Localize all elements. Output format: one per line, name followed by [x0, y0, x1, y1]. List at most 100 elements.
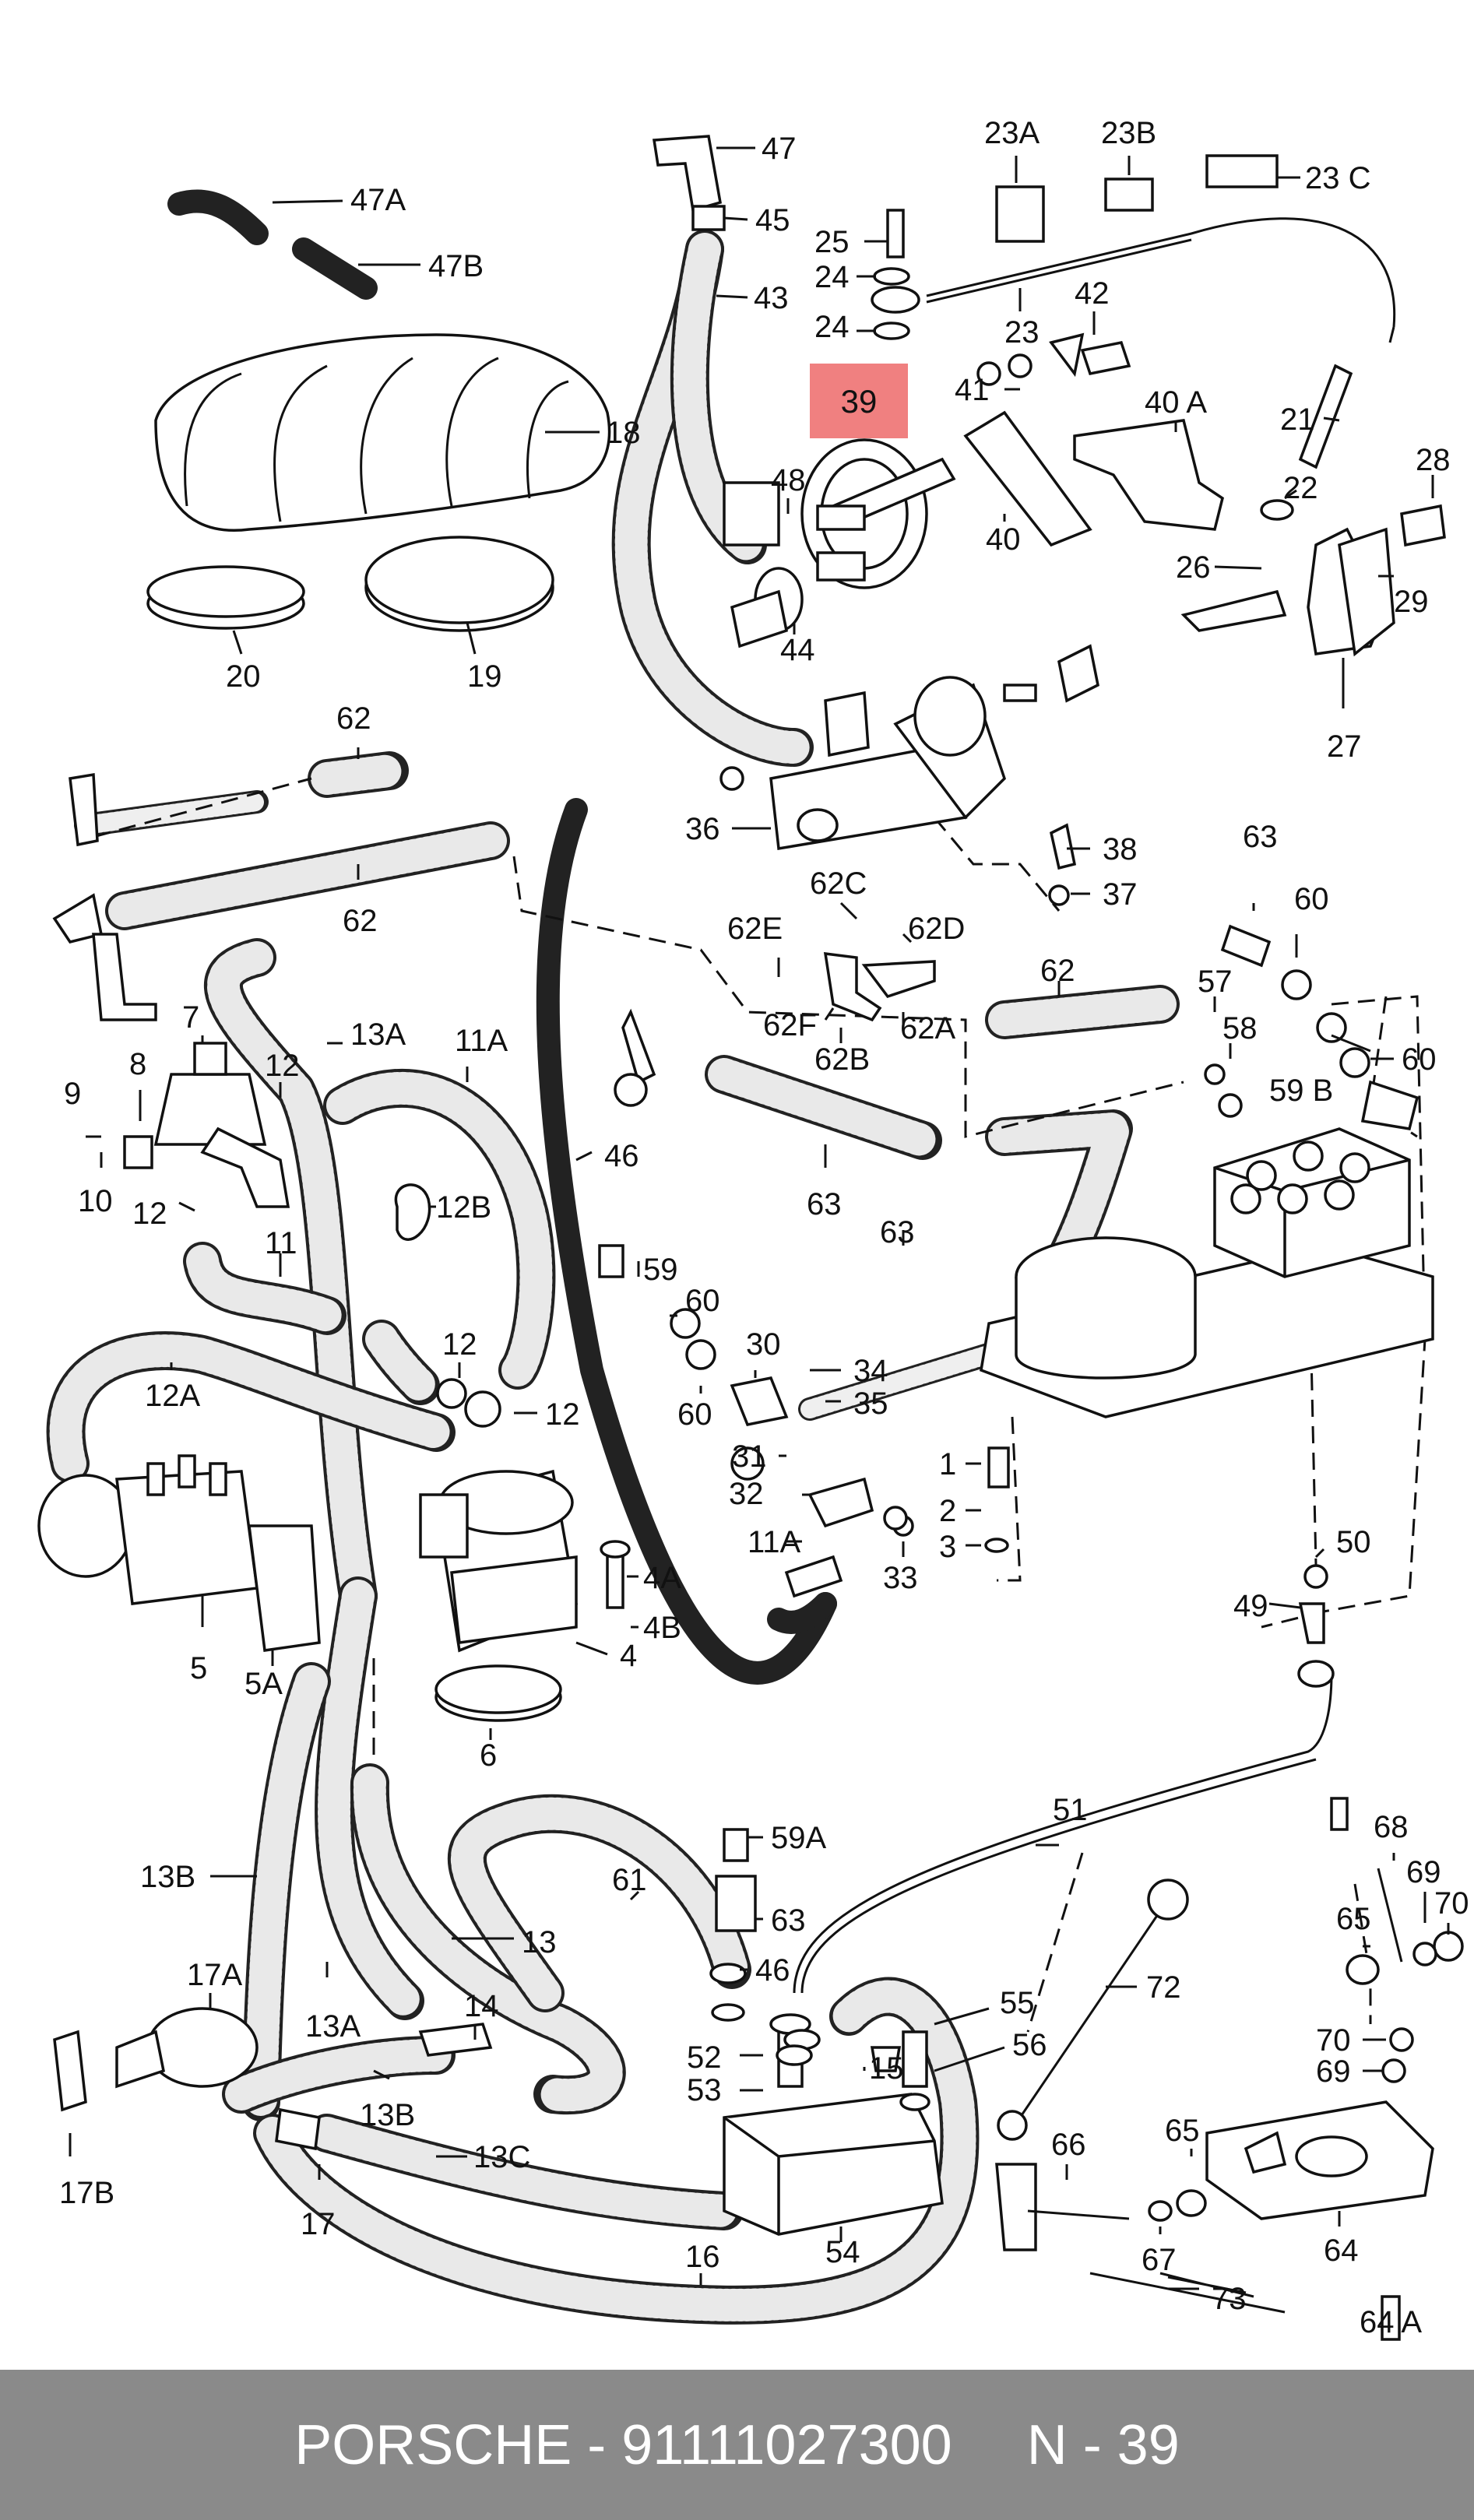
- callout: 17A: [187, 1958, 242, 1992]
- callout: 65: [1165, 2114, 1200, 2148]
- callout: 6: [480, 1738, 497, 1773]
- callout: 40: [986, 522, 1021, 557]
- callout: 5A: [244, 1667, 283, 1701]
- callout: 60: [1402, 1042, 1437, 1077]
- part-number-caption: PORSCHE - 91111027300: [294, 2413, 952, 2476]
- callout: 62E: [727, 912, 783, 946]
- callout: 16: [685, 2240, 720, 2274]
- callout: 63: [807, 1187, 842, 1221]
- callout: 5: [190, 1651, 207, 1685]
- callout: 50: [1336, 1525, 1371, 1559]
- callout: 44: [780, 633, 815, 667]
- callout: 12: [265, 1049, 300, 1083]
- callout: 69: [1316, 2054, 1351, 2089]
- callout: 62F: [763, 1008, 817, 1042]
- callout: 14: [464, 1989, 499, 2023]
- callout: 17: [301, 2207, 336, 2241]
- callout: 25: [814, 225, 850, 259]
- callout: 24: [814, 310, 850, 344]
- callout: 70: [1316, 2023, 1351, 2058]
- callout: 13B: [140, 1860, 195, 1894]
- callout: 11A: [748, 1525, 801, 1559]
- callout: 26: [1176, 550, 1211, 585]
- callout: 38: [1103, 832, 1138, 866]
- callout: 10: [78, 1184, 113, 1218]
- callout: 13C: [473, 2140, 530, 2174]
- callout: 54: [825, 2235, 860, 2269]
- callout: 13B: [360, 2098, 415, 2132]
- callout: 13A: [305, 2009, 361, 2044]
- callout: 13A: [350, 1017, 406, 1052]
- callout: 34: [853, 1354, 888, 1388]
- callout: 62: [1040, 954, 1075, 988]
- callout: 46: [755, 1953, 790, 1988]
- callout: 4: [620, 1639, 637, 1673]
- callout: 18: [606, 416, 641, 450]
- callout: 15: [869, 2051, 904, 2086]
- callout: 65: [1336, 1902, 1371, 1936]
- callout: 1: [939, 1447, 956, 1481]
- callout: 31: [732, 1439, 767, 1474]
- callout: 61: [612, 1863, 647, 1897]
- callout: 8: [129, 1047, 146, 1081]
- callout: 47: [762, 132, 797, 166]
- callout: 55: [1000, 1986, 1035, 2020]
- callout: 63: [771, 1903, 806, 1938]
- callout: 20: [226, 659, 261, 694]
- callout: 45: [755, 203, 790, 237]
- hoses: [46, 217, 1396, 2325]
- callout: 69: [1406, 1855, 1441, 1889]
- callout: 62: [343, 904, 378, 938]
- callout: 37: [1103, 877, 1138, 912]
- callout: 22: [1283, 471, 1318, 505]
- callout: 57: [1198, 965, 1233, 999]
- highlight-39[interactable]: 39: [810, 364, 908, 438]
- callout: 2: [939, 1494, 956, 1528]
- callout: 33: [883, 1561, 918, 1595]
- callout: 59A: [771, 1821, 826, 1855]
- callout: 12A: [145, 1379, 200, 1413]
- callout: 12: [132, 1197, 167, 1231]
- callout: 62: [336, 701, 371, 736]
- highlight-box: [810, 364, 908, 438]
- callout: 63: [1243, 820, 1278, 854]
- callout: 3: [939, 1530, 956, 1564]
- callout: 9: [64, 1077, 81, 1111]
- callout: 46: [604, 1139, 639, 1173]
- callout: 4B: [643, 1611, 681, 1645]
- callout: 59: [643, 1253, 678, 1287]
- callout: 59 B: [1269, 1074, 1333, 1108]
- callout: 73: [1212, 2282, 1247, 2316]
- callout: 12: [545, 1397, 580, 1432]
- callout: 48: [771, 463, 806, 497]
- callout: 12B: [436, 1190, 491, 1225]
- callout: 47B: [428, 249, 484, 283]
- callout: 41: [955, 373, 990, 407]
- callout: 4A: [643, 1561, 681, 1595]
- callout: 36: [685, 812, 720, 846]
- parts: [37, 135, 1464, 2341]
- callout: 19: [467, 659, 502, 694]
- callout: 62C: [810, 866, 867, 901]
- callout: 58: [1222, 1011, 1258, 1046]
- callout: 13: [522, 1925, 557, 1959]
- callout: 60: [685, 1284, 720, 1318]
- callout-labels: 47 47A 47B 45 43 18 20 19 48 44 25 24 24…: [59, 116, 1469, 2339]
- callout: 23B: [1101, 116, 1156, 150]
- callout: 40 A: [1145, 385, 1207, 420]
- callout: 43: [754, 281, 789, 315]
- callout: 23: [1004, 315, 1040, 350]
- callout: 42: [1075, 276, 1110, 311]
- exploded-parts-diagram: 39 47 47A 47B 45 43 18 20 19 48 44 25 24…: [37, 116, 1469, 2341]
- callout: 24: [814, 260, 850, 294]
- callout: 62A: [900, 1011, 955, 1046]
- callout: 64: [1324, 2234, 1359, 2268]
- callout: 11A: [455, 1024, 508, 1058]
- callout: 17B: [59, 2176, 114, 2210]
- callout: 49: [1233, 1589, 1268, 1623]
- callout: 35: [853, 1387, 888, 1421]
- callout: 63: [880, 1215, 915, 1249]
- callout: 60: [1294, 882, 1329, 916]
- callout: 67: [1142, 2243, 1177, 2277]
- callout: 62D: [908, 912, 965, 946]
